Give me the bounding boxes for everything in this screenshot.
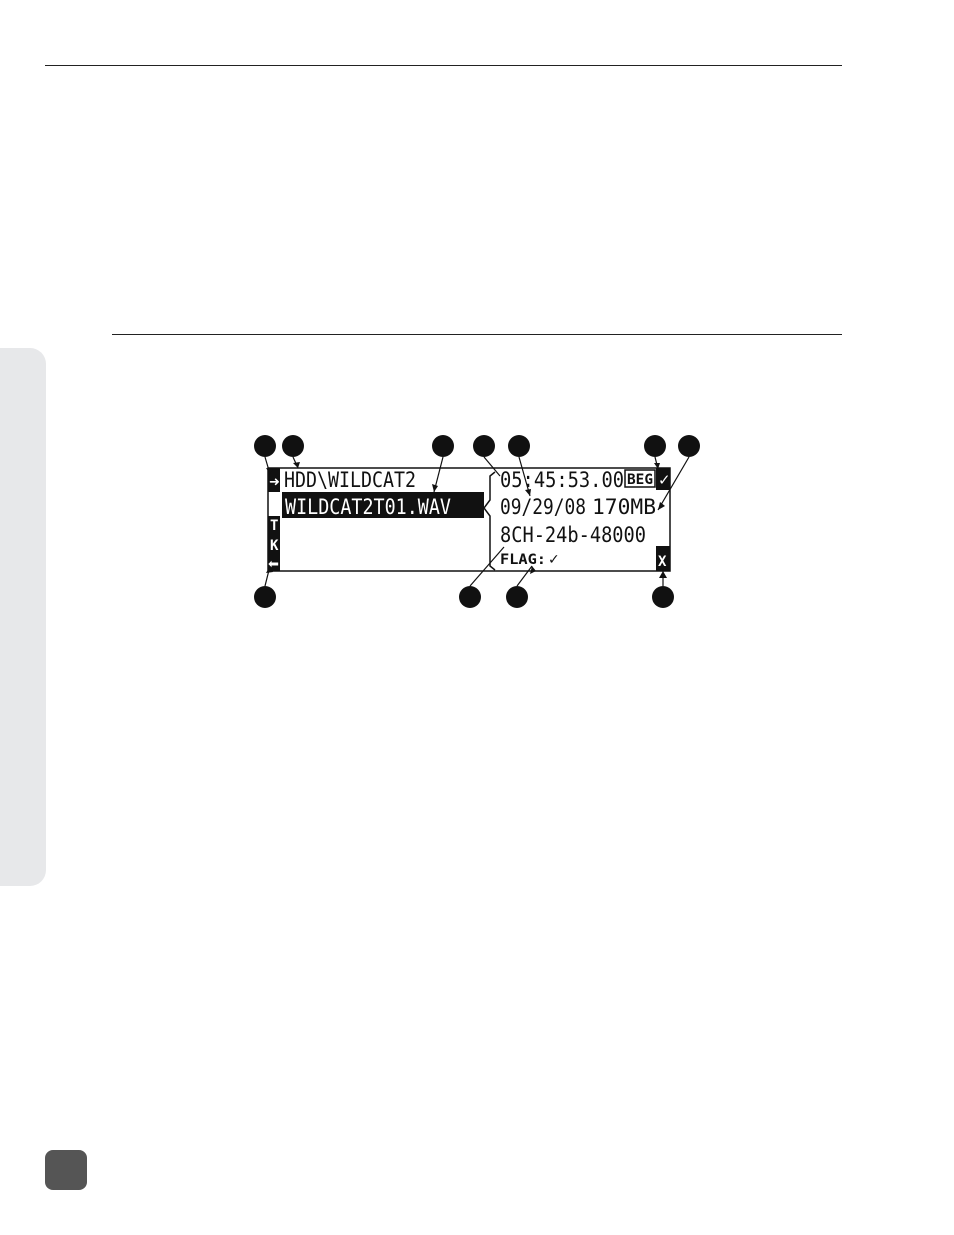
callout-dot <box>644 435 666 457</box>
folder-path: HDD\WILDCAT2 <box>284 468 416 492</box>
selected-file-name[interactable]: WILDCAT2T01.WAV <box>285 495 451 519</box>
callout-dot <box>473 435 495 457</box>
arrowhead <box>659 571 667 578</box>
flag-label: FLAG: <box>500 552 546 568</box>
arrow-right-icon: ➜ <box>269 475 280 490</box>
timecode-mode-badge: BEG <box>627 472 653 488</box>
callout-dot <box>508 435 530 457</box>
callout-dot <box>282 435 304 457</box>
check-mark: ✓ <box>658 471 671 489</box>
callout-markers-bottom <box>254 586 674 608</box>
side-label-k: K <box>270 538 279 554</box>
callout-dot <box>652 586 674 608</box>
delete-mark: X <box>658 554 667 570</box>
audio-format: 8CH-24b-48000 <box>500 523 646 547</box>
file-size: 170MB <box>592 495 656 519</box>
timecode: 05:45:53.00 <box>500 468 624 492</box>
side-label-t: T <box>270 518 278 534</box>
callout-dot <box>254 586 276 608</box>
callout-markers-top <box>254 435 700 457</box>
callout-dot <box>254 435 276 457</box>
flag-check: ✓ <box>548 552 560 568</box>
callout-dot <box>506 586 528 608</box>
callout-dot <box>459 586 481 608</box>
recording-date: 09/29/08 <box>500 495 586 519</box>
callout-dot <box>678 435 700 457</box>
callout-dot <box>432 435 454 457</box>
